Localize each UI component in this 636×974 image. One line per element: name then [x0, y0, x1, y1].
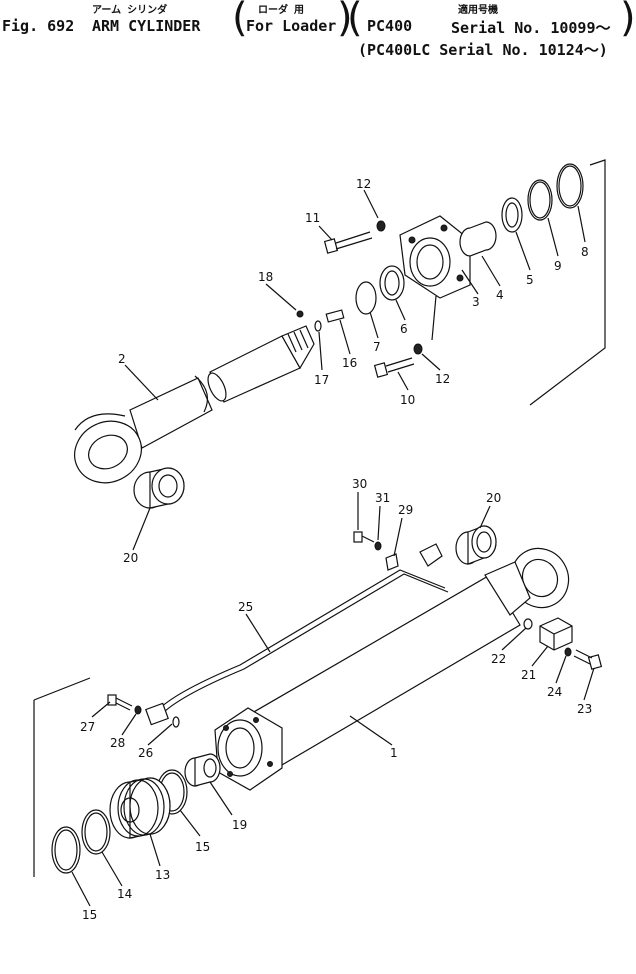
callout-1: 1 [390, 746, 398, 760]
callout-11: 11 [305, 211, 320, 225]
bushing-20-lower [455, 525, 497, 565]
piston-13 [109, 777, 171, 839]
callout-7: 7 [373, 340, 381, 354]
callout-14: 14 [117, 887, 132, 901]
callout-18: 18 [258, 270, 273, 284]
model-pc400: PC400 [367, 17, 413, 35]
o-ring-8 [556, 163, 584, 209]
bracket-right-1: ) [337, 0, 353, 41]
callout-31: 31 [375, 491, 390, 505]
callout-20-lower: 20 [486, 491, 501, 505]
callout-4: 4 [496, 288, 504, 302]
o-ring-9 [527, 179, 553, 221]
callout-25: 25 [238, 600, 253, 614]
callout-20-upper: 20 [123, 551, 138, 565]
pin-16 [325, 309, 345, 323]
callout-30: 30 [352, 477, 367, 491]
callout-29: 29 [398, 503, 413, 517]
model-pc400lc-serial: (PC400LC Serial No. 10124～) [358, 41, 608, 59]
washer-28 [134, 705, 142, 715]
callout-5: 5 [526, 273, 534, 287]
leader-lines [71, 189, 595, 907]
callout-12-lower: 12 [435, 372, 450, 386]
callout-13: 13 [155, 868, 170, 882]
ring-17 [314, 320, 322, 332]
washer-31 [374, 541, 382, 551]
clamp-29 [419, 543, 443, 567]
ring-14 [81, 809, 111, 855]
o-ring-22 [523, 618, 533, 630]
washer-12-lower [413, 343, 423, 355]
bracket-left-2: ( [347, 0, 363, 41]
callout-9: 9 [554, 259, 562, 273]
nut-19 [184, 753, 221, 787]
callout-6: 6 [400, 322, 408, 336]
assembly-bracket-lower-top [33, 677, 91, 701]
callout-10: 10 [400, 393, 415, 407]
ring-15-outer [51, 826, 81, 874]
callout-2: 2 [118, 352, 126, 366]
callout-21: 21 [521, 668, 536, 682]
callout-17: 17 [314, 373, 329, 387]
callout-16: 16 [342, 356, 357, 370]
pipe-flange [145, 702, 169, 726]
usage-japanese: ローダ 用 [258, 5, 305, 16]
bracket-right-2: ) [620, 0, 636, 41]
piston-rod [74, 325, 315, 484]
callout-12: 12 [356, 177, 371, 191]
cylinder-head [399, 215, 471, 341]
serial-pc400: Serial No. 10099～ [451, 19, 611, 37]
seal-6 [379, 265, 405, 301]
pipe-25 [159, 569, 446, 709]
callout-24: 24 [547, 685, 562, 699]
bolt-30 [353, 531, 375, 543]
washer-24 [564, 647, 572, 657]
applicable-serial-japanese: 適用号機 [458, 5, 498, 16]
assembly-bracket-upper [529, 159, 606, 406]
callout-3: 3 [472, 295, 480, 309]
figure-label: Fig. 692 [2, 17, 75, 35]
callout-8: 8 [581, 245, 589, 259]
callout-26: 26 [138, 746, 153, 760]
figure-title: ARM CYLINDER [92, 17, 201, 35]
bushing-4 [459, 221, 497, 257]
callout-23: 23 [577, 702, 592, 716]
o-ring-26 [172, 716, 180, 728]
block-21 [539, 617, 573, 651]
callout-labels: 2 18 11 12 3 4 5 9 8 6 7 16 17 10 12 20 … [80, 177, 592, 922]
callout-27: 27 [80, 720, 95, 734]
bracket-left-1: ( [232, 0, 248, 41]
bolt-23 [573, 649, 603, 670]
ball-18 [296, 310, 304, 318]
washer-12-upper [376, 220, 386, 232]
ring-7 [355, 281, 377, 315]
callout-22: 22 [491, 652, 506, 666]
bolt-10 [373, 357, 415, 378]
callout-15-left: 15 [82, 908, 97, 922]
bolt-27 [107, 694, 133, 711]
title-japanese: アーム シリンダ [92, 5, 168, 16]
ring-5 [501, 197, 523, 233]
cylinder-tube [214, 547, 570, 791]
bolt-11 [323, 231, 373, 254]
bushing-20-upper [133, 467, 185, 509]
callout-28: 28 [110, 736, 125, 750]
callout-19: 19 [232, 818, 247, 832]
callout-15-right: 15 [195, 840, 210, 854]
usage-label: For Loader [246, 17, 337, 35]
